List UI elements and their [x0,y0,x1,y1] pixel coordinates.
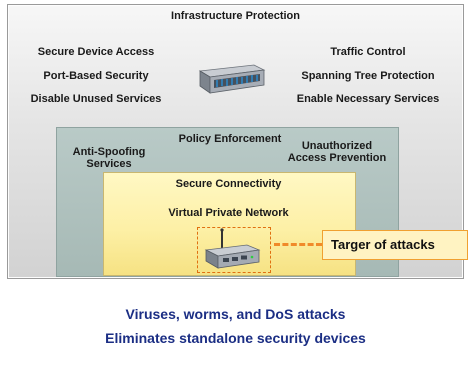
router-icon [204,228,261,269]
callout-connector [274,243,322,246]
policy-anti-spoofing-label: Anti-Spoofing Services [72,146,146,170]
caption-line-2: Eliminates standalone security devices [105,330,366,346]
infra-item-enable-necessary-services: Enable Necessary Services [296,93,440,105]
infra-item-secure-device-access: Secure Device Access [37,46,155,58]
policy-unauthorized-access-label: Unauthorized Access Prevention [287,140,387,164]
infra-item-spanning-tree-protection: Spanning Tree Protection [301,70,435,82]
policy-title: Policy Enforcement [178,133,282,145]
secure-title: Secure Connectivity [175,178,282,190]
infra-item-traffic-control: Traffic Control [330,46,406,58]
target-of-attacks-callout: Targer of attacks [322,230,468,260]
infrastructure-title: Infrastructure Protection [171,10,300,22]
target-highlight-box [197,227,271,273]
vpn-label: Virtual Private Network [168,207,289,219]
caption-line-1: Viruses, worms, and DoS attacks [125,306,346,322]
switch-icon [198,64,266,94]
infra-item-port-based-security: Port-Based Security [43,70,149,82]
infra-item-disable-unused-services: Disable Unused Services [30,93,162,105]
